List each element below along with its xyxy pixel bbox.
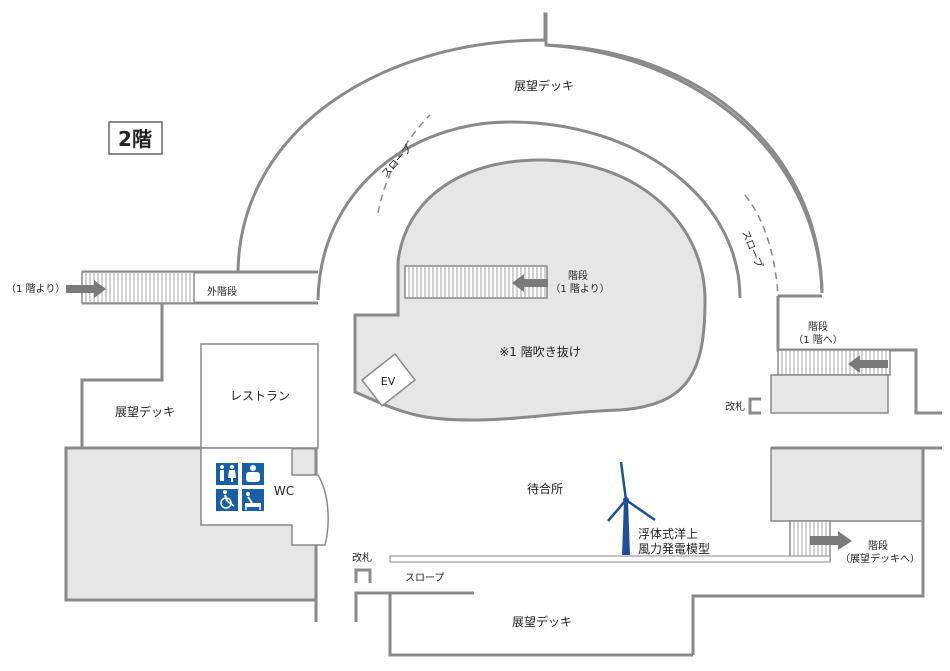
label-ev: EV (381, 375, 396, 388)
gate-left (354, 568, 372, 583)
baby-changing-icon (242, 489, 264, 511)
deck-top-outer-arc (545, 43, 824, 294)
right-lower-wall (691, 448, 925, 655)
nursing-room-icon (242, 463, 264, 485)
label-wc: WC (274, 484, 294, 498)
slope-ring-wall (316, 120, 742, 301)
wheelchair-icon (216, 489, 238, 511)
right-stairs-arrow (848, 355, 888, 373)
label-turbine-2: 風力発電模型 (638, 542, 710, 556)
left-building-wall (80, 303, 164, 448)
label-slope-bottom: スロープ (405, 572, 444, 584)
label-gate-right: 改札 (725, 400, 745, 413)
bottom-deck-wall (354, 591, 693, 657)
label-stairs-deck-1: 階段 (868, 539, 888, 552)
right-lower-gray (770, 447, 924, 522)
floor-badge: 2階 (118, 127, 152, 151)
center-stairs-steps (408, 267, 546, 297)
outer-stairs-arrow (66, 280, 106, 298)
slope-dashes-right (744, 194, 779, 296)
label-restaurant: レストラン (230, 389, 290, 403)
label-stairs-right-2: （1 階へ） (793, 334, 843, 346)
label-turbine-1: 浮体式洋上 (638, 526, 698, 541)
bottom-slope (389, 555, 831, 563)
wind-turbine-icon (607, 461, 656, 555)
deck-stairs-arrow (810, 531, 852, 550)
restaurant-room (200, 343, 319, 449)
outer-stairs-steps (85, 273, 191, 302)
label-deck-bottom: 展望デッキ (512, 614, 572, 629)
right-stairs-wall (776, 296, 942, 415)
label-slope-upper-left: スロープ (379, 143, 414, 180)
elevator (360, 352, 417, 408)
label-deck-top: 展望デッキ (514, 78, 574, 93)
label-atrium: ※1 階吹き抜け (499, 344, 581, 359)
label-slope-upper-right: スロープ (739, 229, 765, 270)
label-stairs-deck-2: （展望デッキへ） (840, 552, 920, 565)
label-stairs-center-2: （1 階より） (550, 283, 609, 295)
label-deck-left: 展望デッキ (115, 404, 175, 419)
label-outer-stairs: 外階段 (207, 285, 237, 298)
label-stairs-center-1: 階段 (568, 269, 588, 282)
label-from-1f-left: （1 階より） (6, 283, 65, 295)
restroom-icon (216, 463, 238, 485)
gate-right (748, 397, 761, 415)
slope-dashes-left (377, 114, 431, 214)
label-gate-left: 改札 (352, 551, 372, 564)
center-stairs-arrow (512, 274, 548, 292)
label-stairs-right-1: 階段 (808, 320, 828, 333)
label-waiting-room: 待合所 (527, 481, 563, 496)
floor-badge-box (108, 121, 163, 155)
deck-top-outer-wall (236, 12, 824, 294)
right-upper-gray (770, 374, 889, 414)
